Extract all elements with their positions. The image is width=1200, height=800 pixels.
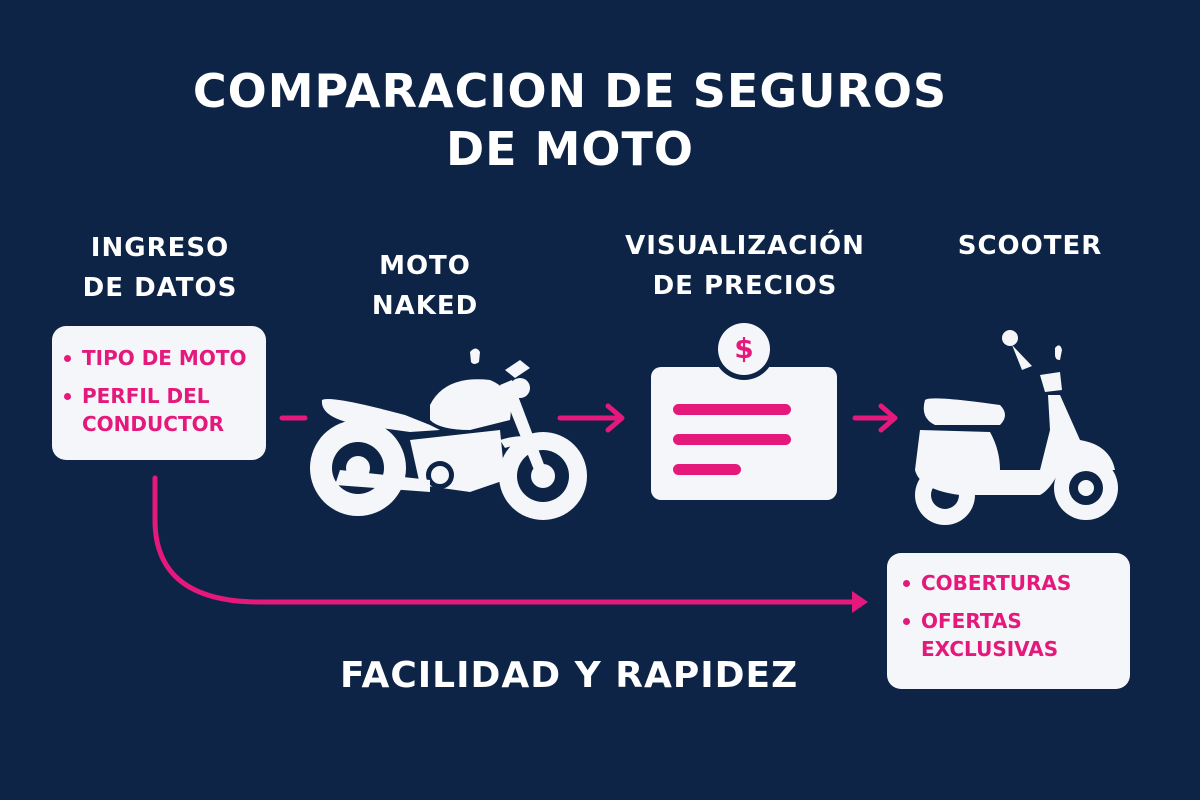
results-card: COBERTURAS OFERTAS EXCLUSIVAS bbox=[887, 553, 1130, 689]
results-list: COBERTURAS OFERTAS EXCLUSIVAS bbox=[887, 553, 1130, 663]
step-label-ingreso: INGRESO DE DATOS bbox=[50, 228, 270, 308]
step-label-line: VISUALIZACIÓN bbox=[625, 231, 865, 261]
footer-tagline: FACILIDAD Y RAPIDEZ bbox=[340, 655, 799, 696]
input-data-card: TIPO DE MOTO PERFIL DEL CONDUCTOR bbox=[52, 326, 266, 460]
step-label-line: DE PRECIOS bbox=[652, 271, 838, 301]
curved-arrow-icon bbox=[152, 475, 868, 613]
step-label-line: INGRESO bbox=[90, 233, 230, 263]
step-label-line: MOTO bbox=[379, 251, 471, 281]
step-label-scooter: SCOOTER bbox=[930, 226, 1130, 266]
step-label-naked: MOTO NAKED bbox=[340, 246, 510, 326]
step-label-line: SCOOTER bbox=[957, 231, 1103, 261]
page-title: COMPARACION DE SEGUROS DE MOTO bbox=[120, 62, 1020, 178]
dollar-badge-icon: $ bbox=[734, 332, 754, 365]
step-label-line: NAKED bbox=[371, 291, 479, 321]
title-line-2: DE MOTO bbox=[446, 122, 694, 176]
arrow-icon bbox=[852, 403, 898, 433]
step-label-precios: VISUALIZACIÓN DE PRECIOS bbox=[610, 226, 880, 306]
title-line-1: COMPARACION DE SEGUROS bbox=[192, 64, 948, 118]
price-card-icon bbox=[651, 318, 837, 500]
list-item: COBERTURAS bbox=[899, 569, 1120, 597]
list-item: OFERTAS EXCLUSIVAS bbox=[899, 607, 1071, 663]
input-data-list: TIPO DE MOTO PERFIL DEL CONDUCTOR bbox=[52, 326, 266, 438]
list-item: TIPO DE MOTO bbox=[60, 344, 258, 372]
list-item: PERFIL DEL CONDUCTOR bbox=[60, 382, 258, 438]
motorcycle-icon bbox=[310, 348, 587, 520]
arrow-icon bbox=[557, 403, 625, 433]
scooter-icon bbox=[915, 330, 1118, 525]
step-label-line: DE DATOS bbox=[82, 273, 238, 303]
